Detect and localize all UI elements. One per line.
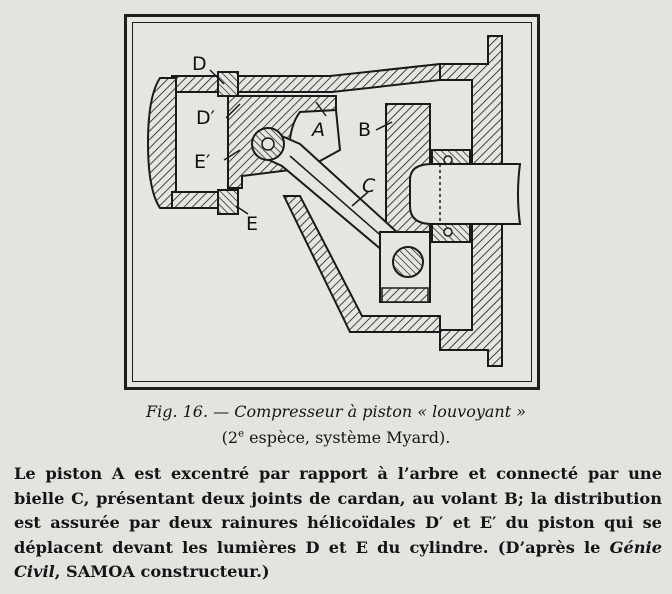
casing-lower-wall bbox=[282, 195, 441, 333]
figure-label: Fig. 16. bbox=[145, 402, 209, 421]
figure-caption-title: Fig. 16. — Compresseur à piston « louvoy… bbox=[0, 402, 672, 421]
label-d: D bbox=[192, 53, 207, 75]
label-b: B bbox=[358, 119, 371, 141]
label-c: C bbox=[362, 175, 376, 197]
shaft bbox=[409, 163, 522, 225]
label-a: A bbox=[310, 119, 325, 141]
label-d-prime: D′ bbox=[196, 107, 215, 129]
description-paragraph: Le piston A est excentré par rapport à l… bbox=[14, 464, 662, 581]
port-e bbox=[217, 189, 239, 215]
compressor-diagram: D D′ A B E′ C E bbox=[146, 35, 522, 367]
figure-title: — Compresseur à piston « louvoyant » bbox=[213, 402, 527, 421]
casing-right-wall bbox=[439, 35, 503, 367]
cylinder-head bbox=[146, 77, 177, 209]
cylinder-top-wall bbox=[171, 62, 441, 93]
shaft-bearing-top bbox=[443, 155, 453, 165]
shaft-bearing-bottom bbox=[443, 227, 453, 237]
label-e-prime: E′ bbox=[194, 151, 210, 173]
label-e: E bbox=[246, 213, 258, 235]
lower-cardan-joint bbox=[392, 246, 424, 278]
figure-caption-subtitle: (2e espèce, système Myard). bbox=[221, 428, 451, 447]
port-d bbox=[217, 71, 239, 97]
